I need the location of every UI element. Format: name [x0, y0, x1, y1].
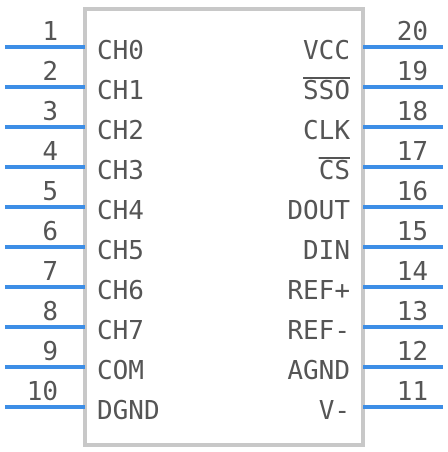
pin-number: 3 [42, 97, 58, 127]
pin-name: REF- [287, 316, 350, 346]
pin-name: CS [319, 156, 350, 186]
pin-number: 20 [397, 17, 428, 47]
ic-body [83, 7, 365, 447]
pin-number: 8 [42, 297, 58, 327]
pin-name: AGND [287, 356, 350, 386]
pin-name: CH0 [97, 36, 144, 66]
pin-name: CH2 [97, 116, 144, 146]
pin-name: V- [319, 396, 350, 426]
pin-name: DOUT [287, 196, 350, 226]
pin-name: REF+ [287, 276, 350, 306]
pin-number: 13 [397, 297, 428, 327]
pin-name: DIN [303, 236, 350, 266]
pin-number: 6 [42, 217, 58, 247]
pin-number: 12 [397, 337, 428, 367]
pin-number: 4 [42, 137, 58, 167]
pin-number: 15 [397, 217, 428, 247]
pin-name: CH6 [97, 276, 144, 306]
pin-11: 11V- [319, 377, 443, 426]
pin-number: 19 [397, 57, 428, 87]
pin-name: SSO [303, 76, 350, 106]
pin-name: CH1 [97, 76, 144, 106]
pin-name: DGND [97, 396, 160, 426]
pin-name: CH7 [97, 316, 144, 346]
pin-number: 14 [397, 257, 428, 287]
pin-number: 11 [397, 377, 428, 407]
pin-name: CLK [303, 116, 350, 146]
pin-name: CH4 [97, 196, 144, 226]
pin-name: VCC [303, 36, 350, 66]
pin-number: 2 [42, 57, 58, 87]
pin-number: 17 [397, 137, 428, 167]
pin-number: 7 [42, 257, 58, 287]
pin-number: 5 [42, 177, 58, 207]
pin-name: CH3 [97, 156, 144, 186]
pin-name: COM [97, 356, 144, 386]
pin-number: 16 [397, 177, 428, 207]
pin-number: 1 [42, 17, 58, 47]
right-pin-group: 20VCC19SSO18CLK17CS16DOUT15DIN14REF+13RE… [287, 17, 443, 426]
pin-number: 10 [27, 377, 58, 407]
pin-number: 18 [397, 97, 428, 127]
pin-number: 9 [42, 337, 58, 367]
left-pin-group: 1CH02CH13CH24CH35CH46CH57CH68CH79COM10DG… [5, 17, 160, 426]
pin-name: CH5 [97, 236, 144, 266]
